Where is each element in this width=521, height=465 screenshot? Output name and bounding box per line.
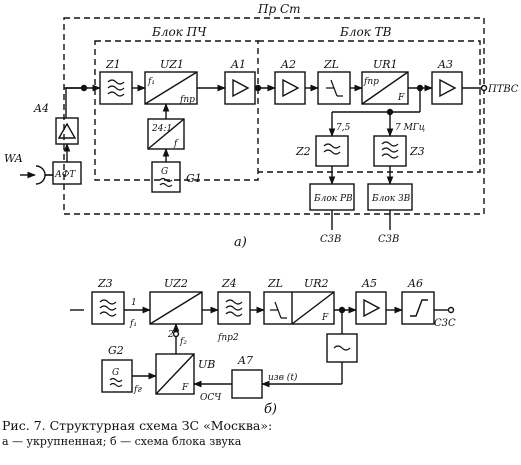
z3-filter-b xyxy=(91,291,125,325)
label-b-f: F xyxy=(181,383,189,393)
label-b-g: G xyxy=(112,368,119,378)
a3-amplifier xyxy=(431,71,463,105)
label-7mhz: 7 МГц xyxy=(395,123,425,133)
z2-filter xyxy=(315,135,349,167)
label-24-1: 24:1 xyxy=(151,124,172,134)
a6-limiter xyxy=(401,291,435,325)
label-div-f: f xyxy=(173,139,179,149)
label-g1: G1 xyxy=(186,172,202,185)
a7-phase-detector xyxy=(231,369,263,399)
label-z2: Z2 xyxy=(295,145,311,158)
label-a3: A3 xyxy=(437,58,453,71)
zl-ur2-block xyxy=(263,291,335,325)
label-wa: WA xyxy=(4,152,23,165)
label-tv-block: Блок ТВ xyxy=(339,25,392,39)
z3-filter xyxy=(373,135,407,167)
label-b-ub: UB xyxy=(198,358,215,371)
antenna-icon xyxy=(35,165,46,185)
label-b-2: 2 xyxy=(167,330,174,340)
label-pr-st: Пр Ст xyxy=(257,2,301,16)
label-rv: Блок РВ xyxy=(313,194,353,204)
a2-amplifier xyxy=(274,71,306,105)
caption-subtitle: а — укрупненная; б — схема блока звука xyxy=(2,435,242,448)
label-s3v-right: С3В xyxy=(378,234,399,245)
label-b-osch: ОСЧ xyxy=(200,393,222,403)
label-ptvs: ПТВС xyxy=(487,84,519,95)
label-f1: f₁ xyxy=(147,77,155,87)
label-b-fg: fг xyxy=(133,385,142,395)
label-b-f2: f₂ xyxy=(179,337,187,347)
caption-title: Рис. 7. Структурная схема ЗС «Москва»: xyxy=(2,418,273,433)
label-aft: АФТ xyxy=(54,170,76,180)
label-b-ur2: UR2 xyxy=(304,277,329,290)
label-a2: A2 xyxy=(280,58,296,71)
label-b-z4: Z4 xyxy=(221,277,237,290)
diagram-b xyxy=(70,291,455,399)
label-a4: A4 xyxy=(33,102,49,115)
label-b-f1: f₁ xyxy=(129,319,137,329)
label-a-sub: а) xyxy=(234,235,247,250)
label-b-1: 1 xyxy=(131,298,137,308)
label-ur1-f: F xyxy=(397,93,405,103)
aft-block xyxy=(52,161,82,185)
a4-amplifier xyxy=(55,117,79,145)
figure-caption: Рис. 7. Структурная схема ЗС «Москва»: а… xyxy=(2,418,518,449)
label-ur1: UR1 xyxy=(373,58,398,71)
label-if-block: Блок ПЧ xyxy=(151,25,207,39)
label-7-5: 7,5 xyxy=(336,123,351,133)
labels: Пр Ст Блок ПЧ Блок ТВ Z1 UZ1 A1 A2 ZL UR… xyxy=(4,2,519,417)
filter-glyphs-a xyxy=(107,79,399,188)
label-uz1: UZ1 xyxy=(160,58,184,71)
label-fpr-ur1: fпр xyxy=(363,77,379,87)
label-zv: Блок ЗВ xyxy=(371,194,411,204)
label-b-zl: ZL xyxy=(267,277,283,290)
z4-filter xyxy=(217,291,251,325)
label-b-ur2-f: F xyxy=(321,313,329,323)
if-block-boundary xyxy=(94,40,259,181)
label-b-a7: A7 xyxy=(237,354,253,367)
a5-amplifier xyxy=(355,291,387,325)
label-b-uzv: uзв (t) xyxy=(268,372,298,383)
label-z1: Z1 xyxy=(105,58,121,71)
label-b-uz2: UZ2 xyxy=(164,277,188,290)
label-b-sub: б) xyxy=(264,402,277,417)
label-zl: ZL xyxy=(323,58,339,71)
label-s3v-left: С3В xyxy=(320,234,341,245)
diagram-a xyxy=(20,17,488,230)
label-a1: A1 xyxy=(230,58,246,71)
label-fpr: fпр xyxy=(179,95,195,105)
label-z3: Z3 xyxy=(409,145,425,158)
tv-block-boundary xyxy=(258,40,481,173)
label-b-z3: Z3 xyxy=(97,277,113,290)
label-b-s3s: С3С xyxy=(434,318,456,329)
a1-amplifier xyxy=(224,71,256,105)
receiver-station-boundary xyxy=(63,17,485,215)
label-g-1: G xyxy=(161,167,168,177)
label-b-g2: G2 xyxy=(108,344,124,357)
label-b-fpr2: fпр2 xyxy=(217,333,239,343)
filter-glyphs-b xyxy=(99,299,351,388)
label-b-a5: A5 xyxy=(361,277,377,290)
label-b-a6: A6 xyxy=(407,277,423,290)
